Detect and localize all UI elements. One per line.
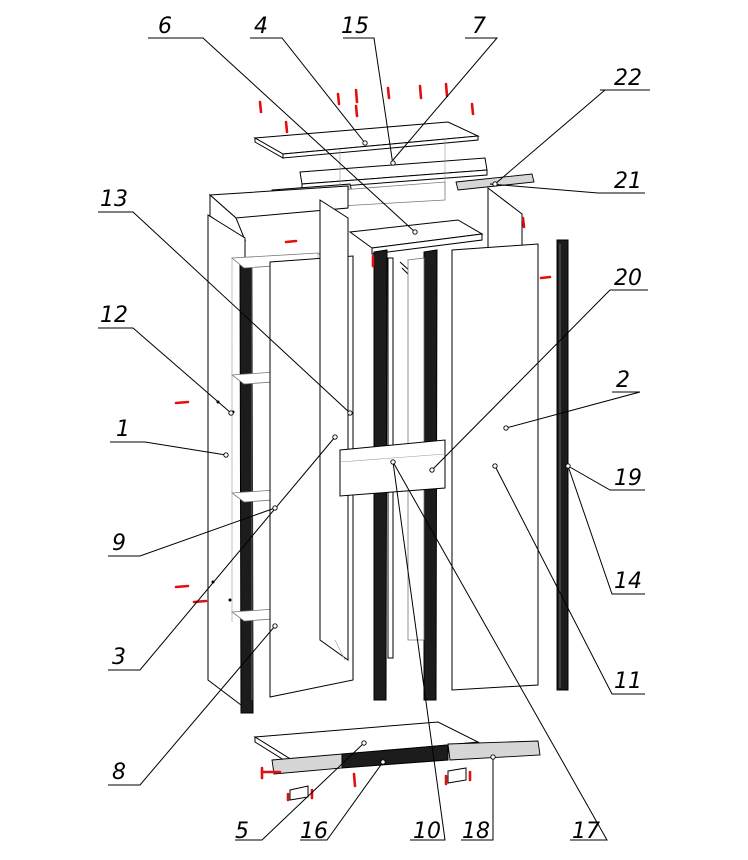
label-6: 6 — [158, 14, 172, 39]
label-17: 17 — [572, 819, 600, 844]
label-1: 1 — [116, 417, 130, 442]
label-16: 16 — [300, 819, 328, 844]
right-cabinet — [451, 186, 569, 691]
left-cabinet — [207, 185, 354, 714]
leader-lines — [98, 37, 650, 841]
label-15: 15 — [341, 14, 369, 39]
label-18: 18 — [462, 819, 490, 844]
middle-section — [339, 219, 484, 701]
label-19: 19 — [614, 466, 642, 491]
bottom-panels — [253, 721, 541, 801]
label-14: 14 — [614, 569, 642, 594]
label-7: 7 — [472, 14, 486, 39]
label-3: 3 — [112, 645, 126, 670]
part-numbers: 6 4 15 7 22 21 13 12 1 20 2 9 19 3 14 8 … — [100, 14, 642, 844]
label-22: 22 — [614, 66, 642, 91]
label-21: 21 — [614, 169, 642, 194]
label-4: 4 — [254, 14, 268, 39]
label-11: 11 — [614, 669, 642, 694]
callout-dots — [223, 140, 571, 765]
label-9: 9 — [112, 531, 126, 556]
label-12: 12 — [100, 303, 128, 328]
label-13: 13 — [100, 187, 128, 212]
label-2: 2 — [616, 368, 630, 393]
red-marks — [174, 82, 552, 802]
label-8: 8 — [112, 760, 126, 785]
label-10: 10 — [413, 819, 441, 844]
label-5: 5 — [235, 819, 249, 844]
label-20: 20 — [614, 266, 642, 291]
